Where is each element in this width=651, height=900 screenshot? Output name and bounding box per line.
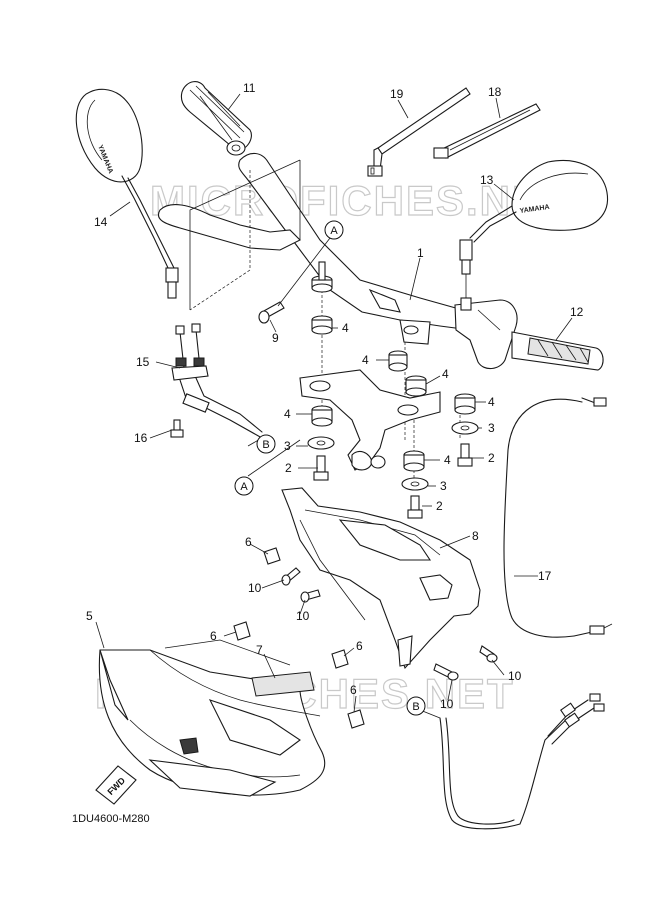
- bolt-2-right: [457, 443, 473, 467]
- ref-a-top-label: A: [330, 225, 338, 237]
- callout-17: 17: [538, 569, 552, 583]
- damper-4-e: [311, 405, 333, 427]
- callout-4-a: 4: [342, 321, 349, 335]
- clip-6-a: [263, 547, 281, 565]
- callout-8: 8: [472, 529, 479, 543]
- ref-b-top: B: [256, 434, 276, 454]
- callout-10-c: 10: [508, 669, 522, 683]
- screw-10-b: [300, 589, 321, 603]
- callout-10-d: 10: [440, 697, 454, 711]
- mirror-brand-right: YAMAHA: [519, 204, 550, 215]
- callout-3-right: 3: [488, 421, 495, 435]
- cable-17: [503, 397, 613, 638]
- ref-b-lower-label: B: [412, 701, 419, 713]
- bolt-9: [258, 301, 285, 324]
- callout-6-b: 6: [210, 629, 217, 643]
- callout-13: 13: [480, 173, 494, 187]
- callout-5: 5: [86, 609, 93, 623]
- handlebar-holder: [299, 369, 441, 471]
- switch-assembly-15: [171, 323, 263, 439]
- label-plate-7: [251, 671, 315, 697]
- callout-19: 19: [390, 87, 404, 101]
- cable-tie-19: [367, 87, 471, 177]
- callout-numbers: 1 2 2 2 3 3 3 4 4 4 4 4 4 5 6 6 6 6 7 8 …: [86, 81, 584, 711]
- callout-6-d: 6: [350, 683, 357, 697]
- callout-16: 16: [134, 431, 148, 445]
- callout-9: 9: [272, 331, 279, 345]
- callout-2-right: 2: [488, 451, 495, 465]
- leader-lines: [95, 93, 573, 719]
- ref-a-top: A: [324, 220, 344, 240]
- callout-18: 18: [488, 85, 502, 99]
- callout-4-c: 4: [442, 367, 449, 381]
- callout-1: 1: [417, 246, 424, 260]
- watermark-top: MICROFICHES.NET: [150, 177, 570, 224]
- right-mirror: YAMAHA: [459, 160, 608, 311]
- callout-2-lower: 2: [436, 499, 443, 513]
- washer-3-lower: [401, 477, 429, 491]
- washer-3-left: [307, 436, 335, 450]
- callout-12: 12: [570, 305, 584, 319]
- callout-7: 7: [256, 643, 263, 657]
- ref-a-lower: A: [234, 476, 254, 496]
- diagram-code: 1DU4600-M280: [72, 813, 150, 825]
- damper-4-g: [403, 450, 425, 472]
- damper-4-b: [311, 315, 333, 335]
- callout-4-b: 4: [362, 353, 369, 367]
- screw-10-c: [479, 645, 498, 663]
- clip-6-b: [233, 621, 251, 641]
- fwd-arrow: FWD: [95, 765, 137, 805]
- callout-15: 15: [136, 355, 150, 369]
- bolt-2-left: [313, 455, 329, 481]
- ref-b-lower: B: [406, 696, 426, 716]
- callout-6-a: 6: [245, 535, 252, 549]
- damper-4-f: [454, 393, 476, 415]
- screw-10-a: [281, 567, 301, 586]
- callout-4-e: 4: [488, 395, 495, 409]
- bolt-16: [170, 419, 184, 438]
- right-grip: [511, 331, 604, 371]
- clip-6-c: [331, 649, 349, 669]
- callout-4-f: 4: [444, 453, 451, 467]
- washer-3-right: [451, 421, 479, 435]
- damper-4-c: [388, 350, 408, 372]
- ref-a-lower-label: A: [240, 481, 248, 493]
- callout-10-b: 10: [296, 609, 310, 623]
- ref-b-top-label: B: [262, 439, 269, 451]
- callout-11: 11: [243, 81, 256, 95]
- inner-handle-cover-8: [281, 487, 481, 670]
- callout-3-lower: 3: [440, 479, 447, 493]
- callout-14: 14: [94, 215, 108, 229]
- cable-tie-18: [433, 103, 541, 159]
- screw-10-d: [433, 663, 459, 681]
- callout-6-c: 6: [356, 639, 363, 653]
- damper-4-d: [405, 375, 427, 397]
- front-handle-cover-5: [98, 639, 326, 797]
- callout-2-left: 2: [285, 461, 292, 475]
- clip-6-d: [347, 709, 365, 729]
- left-grip: [180, 81, 252, 156]
- cable-b: [439, 693, 605, 830]
- damper-4-a: [311, 261, 333, 293]
- callout-4-d: 4: [284, 407, 291, 421]
- left-mirror: YAMAHA: [75, 88, 179, 299]
- bolt-2-lower: [407, 495, 423, 519]
- callout-10-a: 10: [248, 581, 262, 595]
- callout-3-left: 3: [284, 439, 291, 453]
